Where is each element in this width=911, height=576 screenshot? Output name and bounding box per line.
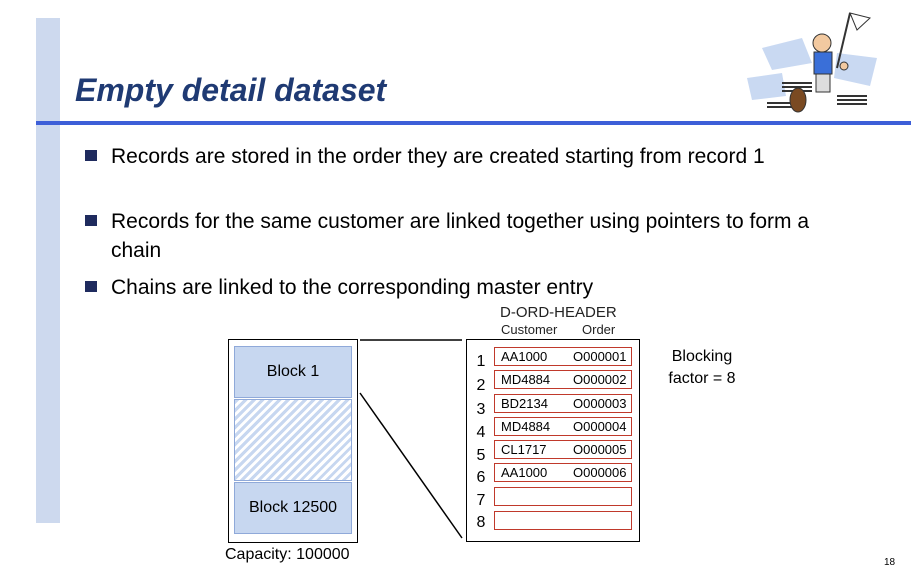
record-row-empty [494, 487, 632, 506]
record-row: AA1000 O000001 [494, 347, 632, 366]
row-number: 2 [476, 377, 486, 394]
record-customer: BD2134 [501, 396, 548, 411]
record-customer: CL1717 [501, 442, 547, 457]
blocking-factor-line-2: factor = 8 [668, 370, 736, 387]
record-row: CL1717 O000005 [494, 440, 632, 459]
clipart-person-with-flag-and-papers [747, 12, 877, 113]
row-number: 4 [476, 424, 486, 441]
dataset-blocks: Block 1 Block 12500 [228, 339, 358, 543]
page-number: 18 [884, 557, 896, 568]
record-row-empty [494, 511, 632, 530]
record-row: BD2134 O000003 [494, 394, 632, 413]
title-underline [36, 121, 911, 125]
bullet-text: Records are stored in the order they are… [111, 145, 765, 168]
block-first: Block 1 [234, 346, 352, 398]
row-number: 8 [476, 514, 486, 531]
row-number: 5 [476, 447, 486, 464]
record-row: AA1000 O000006 [494, 463, 632, 482]
bullet-text: Chains are linked to the corresponding m… [111, 276, 594, 299]
dataset-name: D-ORD-HEADER [500, 304, 617, 321]
record-customer: AA1000 [501, 465, 548, 480]
record-row: MD4884 O000002 [494, 370, 632, 389]
row-number: 3 [476, 401, 486, 418]
left-accent-bar [36, 18, 60, 523]
square-bullet-icon [85, 150, 97, 161]
hatched-empty-blocks [234, 399, 352, 481]
blocking-factor-label: Blocking factor = 8 [656, 346, 748, 390]
bullet-1: Records are stored in the order they are… [85, 142, 865, 200]
record-customer: MD4884 [501, 419, 551, 434]
bullet-2: Records for the same customer are linked… [85, 207, 865, 265]
record-order: O000006 [573, 465, 627, 480]
record-row: MD4884 O000004 [494, 417, 632, 436]
blocking-factor-line-1: Blocking [671, 348, 733, 365]
bullet-3: Chains are linked to the corresponding m… [85, 273, 865, 302]
slide-title: Empty detail dataset [75, 72, 387, 108]
block-last: Block 12500 [234, 482, 352, 534]
row-number: 6 [476, 469, 486, 486]
bullet-text: Records for the same customer are linked… [111, 210, 810, 262]
square-bullet-icon [85, 215, 97, 226]
column-header-customer: Customer [501, 322, 558, 337]
record-customer: MD4884 [501, 372, 551, 387]
record-order: O000001 [573, 349, 627, 364]
column-header-order: Order [582, 322, 616, 337]
row-number: 1 [476, 353, 486, 370]
square-bullet-icon [85, 281, 97, 292]
capacity-label: Capacity: 100000 [225, 546, 350, 563]
record-order: O000004 [573, 419, 627, 434]
record-order: O000005 [573, 442, 627, 457]
row-number: 7 [476, 492, 486, 509]
record-customer: AA1000 [501, 349, 548, 364]
record-order: O000003 [573, 396, 627, 411]
record-order: O000002 [573, 372, 627, 387]
